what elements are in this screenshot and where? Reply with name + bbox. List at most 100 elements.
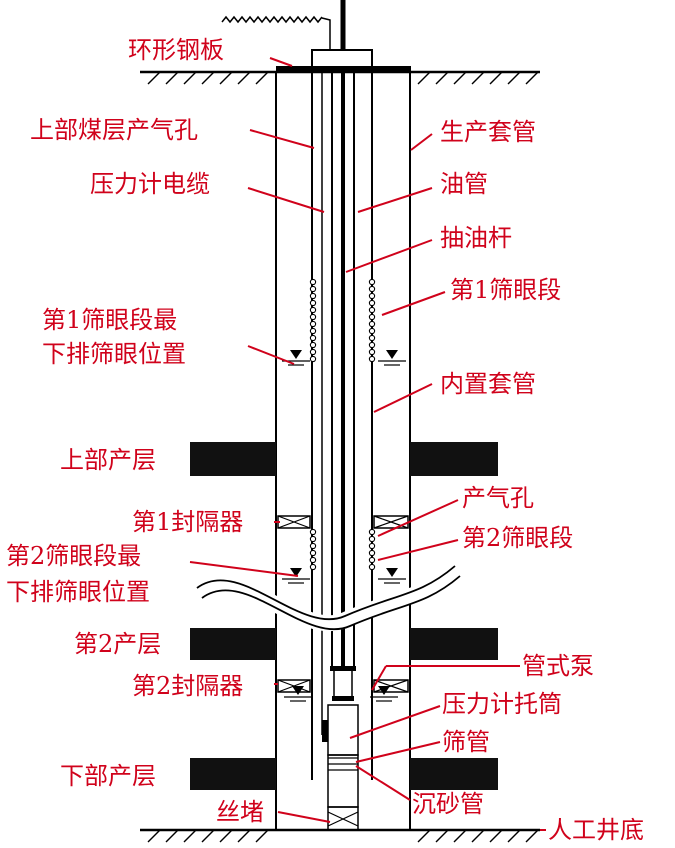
label-lower-layer: 下部产层 <box>60 762 156 790</box>
ground-hatch <box>489 829 503 843</box>
perforation-hole <box>368 563 376 571</box>
label-sec2-lowest-1: 第2筛眼段最 <box>6 542 141 570</box>
perforation-hole <box>309 334 317 342</box>
label-upper-layer: 上部产层 <box>60 446 156 474</box>
leader-lines <box>189 57 546 831</box>
label-packer1: 第1封隔器 <box>132 508 243 536</box>
perforation-hole <box>368 306 376 314</box>
ground-hatch <box>525 71 539 85</box>
label-sucker-rod: 抽油杆 <box>440 224 512 252</box>
liquid-level-markers <box>282 350 406 702</box>
perforation-hole <box>309 313 317 321</box>
cable-to-wellhead <box>321 17 331 50</box>
perforation-hole <box>368 348 376 356</box>
label-prod-casing: 生产套管 <box>440 118 536 146</box>
ground-surface <box>140 70 540 85</box>
ground-hatch <box>165 829 179 843</box>
label-sec1-lowest-1: 第1筛眼段最 <box>42 306 177 334</box>
layer2-left <box>190 628 276 660</box>
ground-hatch <box>525 829 539 843</box>
liquid-level-triangle <box>290 568 302 577</box>
ground-hatch <box>417 71 431 85</box>
bottom-surface <box>140 828 540 843</box>
label-gauge-holder: 压力计托筒 <box>442 690 562 718</box>
upper-layer-right <box>410 442 498 476</box>
liquid-level-triangle <box>290 350 302 359</box>
perforation-hole <box>309 341 317 349</box>
perforation-hole <box>368 535 376 543</box>
gauge-holder-assembly <box>322 704 359 831</box>
label-sec2-lowest-2: 下排筛眼位置 <box>6 578 150 606</box>
ground-hatch <box>219 829 233 843</box>
ground-hatch <box>165 71 179 85</box>
label-upper-gas-hole: 上部煤层产气孔 <box>30 116 198 144</box>
label-sec1-lowest-2: 下排筛眼位置 <box>42 340 186 368</box>
perforation-hole <box>309 306 317 314</box>
perforation-hole <box>309 348 317 356</box>
ground-hatch <box>507 829 521 843</box>
perforation-hole <box>309 292 317 300</box>
upper-layer-left <box>190 442 276 476</box>
perforation-hole <box>368 292 376 300</box>
label-layer2: 第2产层 <box>74 630 161 658</box>
ground-hatch <box>435 829 449 843</box>
perforation-hole <box>368 549 376 557</box>
perforation-hole <box>309 355 317 363</box>
ground-hatch <box>489 71 503 85</box>
ground-hatch <box>255 829 269 843</box>
perforation-hole <box>309 549 317 557</box>
screen-perforations <box>309 278 376 571</box>
lower-layer-right <box>410 758 498 790</box>
perforation-hole <box>309 535 317 543</box>
perforation-hole <box>309 285 317 293</box>
ground-hatch <box>183 71 197 85</box>
ground-hatch <box>453 71 467 85</box>
perforation-hole <box>368 278 376 286</box>
ground-hatch <box>147 71 161 85</box>
break-lines <box>192 563 461 632</box>
label-inner-casing: 内置套管 <box>440 370 536 398</box>
perforation-hole <box>368 313 376 321</box>
label-packer2: 第2封隔器 <box>132 672 243 700</box>
perforation-hole <box>368 528 376 536</box>
perforation-hole <box>309 563 317 571</box>
label-tube-pump: 管式泵 <box>522 652 594 680</box>
perforation-hole <box>368 556 376 564</box>
layer2-right <box>410 628 498 660</box>
ground-hatch <box>201 829 215 843</box>
ring-steel-plate <box>276 66 411 72</box>
label-gas-hole: 产气孔 <box>462 484 534 512</box>
ground-hatch <box>219 71 233 85</box>
label-sec2-screen: 第2筛眼段 <box>462 524 573 552</box>
ground-hatch <box>183 829 197 843</box>
ground-hatch <box>471 829 485 843</box>
perforation-hole <box>368 334 376 342</box>
label-tubing: 油管 <box>440 170 488 198</box>
cable-zigzag <box>221 15 323 24</box>
label-sand-pipe: 沉砂管 <box>412 790 484 818</box>
perforation-hole <box>309 299 317 307</box>
ground-hatch <box>237 829 251 843</box>
perforation-hole <box>368 299 376 307</box>
tube-pump <box>330 666 356 701</box>
label-gauge-cable: 压力计电缆 <box>90 170 210 198</box>
ground-hatch <box>507 71 521 85</box>
ground-hatch <box>471 71 485 85</box>
ground-hatch <box>237 71 251 85</box>
label-sec1-screen: 第1筛眼段 <box>450 276 561 304</box>
liquid-level-triangle <box>386 568 398 577</box>
perforation-hole <box>309 556 317 564</box>
lower-layer-left <box>190 758 276 790</box>
label-screen-pipe: 筛管 <box>442 728 490 756</box>
ground-hatch <box>417 829 431 843</box>
ground-hatch <box>147 829 161 843</box>
perforation-hole <box>309 278 317 286</box>
perforation-hole <box>368 327 376 335</box>
perforation-hole <box>309 542 317 550</box>
perforation-hole <box>309 327 317 335</box>
ground-hatch <box>453 829 467 843</box>
ground-hatch <box>201 71 215 85</box>
perforation-hole <box>368 355 376 363</box>
perforation-hole <box>368 285 376 293</box>
